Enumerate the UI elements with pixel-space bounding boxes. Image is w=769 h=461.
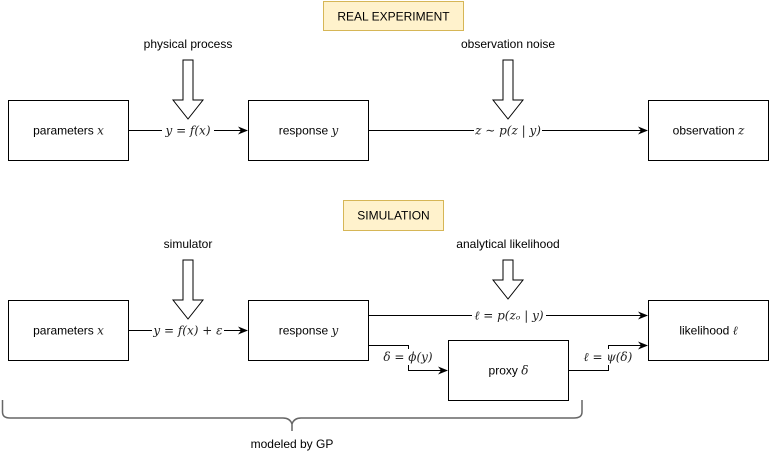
real-observation-box[interactable]: observation z: [648, 100, 769, 161]
sim-parameters-box[interactable]: parameters x: [8, 300, 129, 361]
sim-edge-phi-label: δ = ϕ(y): [383, 350, 433, 364]
real-experiment-label-text: REAL EXPERIMENT: [337, 10, 450, 24]
svg-text:response y: response y: [279, 124, 339, 138]
real-response-var: y: [330, 124, 338, 138]
sim-response-text: response: [279, 324, 332, 338]
sim-likelihood-text: likelihood: [679, 324, 732, 338]
sim-proxy-var: δ: [521, 364, 528, 378]
sim-likelihood-var: ℓ: [733, 324, 738, 338]
gp-brace-icon: [1, 400, 583, 431]
real-edge-noise-label: z ∼ p(z | y): [474, 124, 541, 138]
real-parameters-box[interactable]: parameters x: [8, 100, 129, 161]
observation-noise-arrow-icon: [491, 59, 525, 120]
svg-text:response y: response y: [279, 324, 339, 338]
simulation-label: SIMULATION: [343, 200, 444, 231]
gp-brace-label: modeled by GP: [251, 437, 334, 451]
real-parameters-var: x: [97, 124, 104, 138]
svg-text:parameters x: parameters x: [33, 124, 104, 138]
observation-noise-label: observation noise: [461, 37, 555, 51]
svg-text:observation z: observation z: [673, 124, 745, 138]
sim-response-box[interactable]: response y: [248, 300, 369, 361]
analytical-likelihood-arrow-icon: [491, 259, 525, 300]
real-parameters-text: parameters: [33, 124, 97, 138]
sim-parameters-var: x: [97, 324, 104, 338]
real-experiment-label: REAL EXPERIMENT: [323, 1, 464, 31]
sim-likelihood-box[interactable]: likelihood ℓ: [648, 300, 769, 361]
real-observation-var: z: [737, 124, 745, 138]
sim-proxy-box[interactable]: proxy δ: [448, 340, 569, 401]
analytical-likelihood-label: analytical likelihood: [456, 237, 559, 251]
sim-response-var: y: [330, 324, 338, 338]
physical-process-label: physical process: [144, 37, 233, 51]
real-edge-f-label: y = f(x): [164, 124, 210, 138]
real-response-text: response: [279, 124, 332, 138]
simulator-label: simulator: [164, 237, 213, 251]
svg-text:likelihood ℓ: likelihood ℓ: [679, 324, 737, 338]
sim-parameters-text: parameters: [33, 324, 97, 338]
real-observation-text: observation: [673, 124, 738, 138]
real-response-box[interactable]: response y: [248, 100, 369, 161]
simulator-arrow-icon: [171, 259, 205, 320]
sim-edge-analytical-label: ℓ = p(zₒ | y): [474, 309, 543, 323]
svg-text:parameters x: parameters x: [33, 324, 104, 338]
sim-edge-f-label: y = f(x) + ε: [152, 324, 222, 338]
simulation-label-text: SIMULATION: [357, 209, 429, 223]
svg-text:proxy δ: proxy δ: [489, 364, 529, 378]
sim-edge-psi-label: ℓ = ψ(δ): [584, 350, 633, 364]
sim-proxy-text: proxy: [489, 364, 522, 378]
physical-process-arrow-icon: [171, 59, 205, 120]
